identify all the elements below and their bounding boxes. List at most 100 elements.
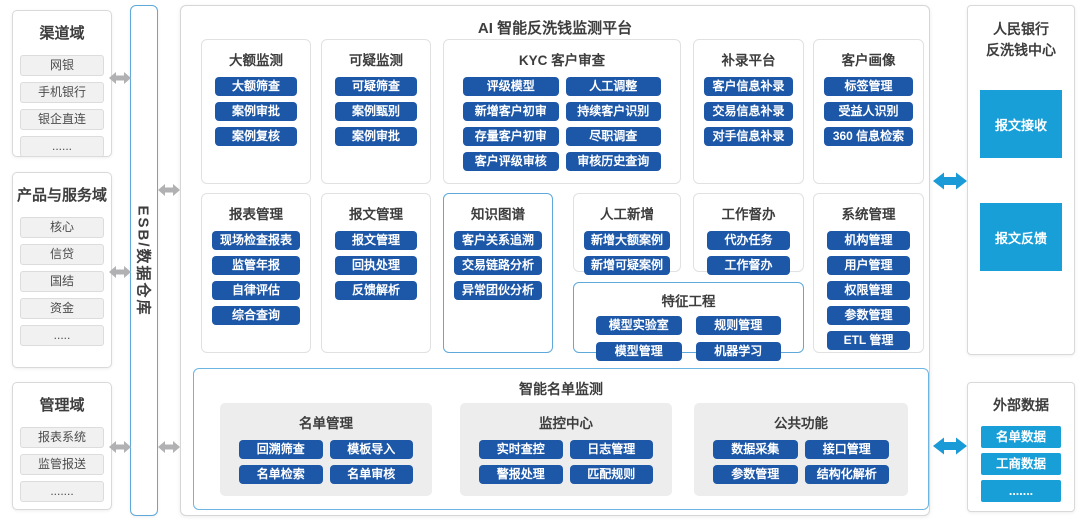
module-title: 人工新增 [600, 207, 654, 222]
module-suspicious-monitoring: 可疑监测 可疑筛查案例甄别案例审批 [321, 39, 431, 184]
pboc-aml-center-box: 人民银行 反洗钱中心 报文接收报文反馈 [967, 5, 1075, 355]
panel-items: 回溯筛查模板导入名单检索名单审核 [220, 440, 432, 484]
bidirectional-arrow-icon [109, 266, 131, 278]
module-chip: 新增大额案例 [584, 231, 670, 250]
bidirectional-arrow-icon [933, 172, 967, 190]
panel-monitoring-center: 监控中心 实时查控日志管理警报处理匹配规则 [460, 403, 672, 496]
module-chip: 现场检查报表 [212, 231, 300, 250]
panel-items: 数据采集接口管理参数管理结构化解析 [694, 440, 908, 484]
module-chip: 权限管理 [827, 281, 910, 300]
external-data-item: 工商数据 [981, 453, 1061, 475]
module-chip: 匹配规则 [569, 465, 653, 484]
module-supplement-platform: 补录平台 客户信息补录交易信息补录对手信息补录 [693, 39, 804, 184]
external-data-item: 名单数据 [981, 426, 1061, 448]
bidirectional-arrow-icon [109, 441, 131, 453]
module-chip: 360 信息检索 [824, 127, 913, 146]
module-chip: 机器学习 [695, 342, 781, 361]
module-chip: 对手信息补录 [704, 127, 793, 146]
smart-list-monitoring-section: 智能名单监测 名单管理 回溯筛查模板导入名单检索名单审核 监控中心 实时查控日志… [193, 368, 929, 510]
product-service-domain-title: 产品与服务域 [16, 187, 107, 204]
bidirectional-arrow-icon [933, 437, 967, 455]
module-feature-engineering: 特征工程 模型实验室规则管理模型管理机器学习 [573, 282, 804, 361]
module-title: 知识图谱 [471, 207, 525, 222]
module-items: 标签管理受益人识别 360 信息检索 [814, 77, 923, 146]
module-items: 报文管理回执处理反馈解析 [322, 231, 430, 300]
module-chip: 综合查询 [212, 306, 300, 325]
module-chip: 接口管理 [804, 440, 889, 459]
platform-title: AI 智能反洗钱监测平台 [477, 20, 633, 37]
module-chip: 警报处理 [479, 465, 563, 484]
module-chip: 日志管理 [569, 440, 653, 459]
module-chip: 新增可疑案例 [584, 256, 670, 275]
bidirectional-arrow-icon [109, 72, 131, 84]
module-title: 客户画像 [841, 53, 896, 68]
domain-item: 网银 [20, 55, 104, 76]
module-items: 客户信息补录交易信息补录对手信息补录 [694, 77, 803, 146]
domain-item: 信贷 [20, 244, 104, 265]
module-chip: 尽职调查 [565, 127, 661, 146]
panel-title: 名单管理 [299, 416, 353, 431]
channel-domain-title: 渠道域 [39, 25, 85, 42]
module-chip: 交易信息补录 [704, 102, 793, 121]
module-title: 系统管理 [841, 207, 896, 222]
module-chip: 模型实验室 [596, 316, 682, 335]
module-chip: 名单检索 [239, 465, 323, 484]
module-chip: 案例复核 [215, 127, 297, 146]
module-chip: 回溯筛查 [239, 440, 323, 459]
module-chip: 持续客户识别 [565, 102, 661, 121]
module-chip: 反馈解析 [335, 281, 417, 300]
module-chip: 案例审批 [335, 127, 417, 146]
channel-domain-box: 渠道域 网银手机银行银企直连...... [12, 10, 112, 157]
module-chip: 新增客户初审 [463, 102, 559, 121]
module-chip: 案例审批 [215, 102, 297, 121]
module-large-amount-monitoring: 大额监测 大额筛查案例审批案例复核 [201, 39, 311, 184]
domain-item: ..... [20, 325, 104, 346]
module-chip: 人工调整 [565, 77, 661, 96]
module-chip: 标签管理 [824, 77, 913, 96]
module-manual-add: 人工新增 新增大额案例新增可疑案例 [573, 193, 681, 275]
domain-item: 监管报送 [20, 454, 104, 475]
module-chip: 回执处理 [335, 256, 417, 275]
domain-item: 国结 [20, 271, 104, 292]
panel-title: 监控中心 [539, 416, 593, 431]
product-service-domain-items: 核心信贷国结资金..... [13, 205, 111, 346]
pboc-item: 报文接收 [980, 90, 1062, 158]
module-chip: 参数管理 [827, 306, 910, 325]
module-chip: 机构管理 [827, 231, 910, 250]
module-title: 报文管理 [349, 207, 403, 222]
module-chip: 评级模型 [463, 77, 559, 96]
domain-item: 手机银行 [20, 82, 104, 103]
platform-box: AI 智能反洗钱监测平台 大额监测 大额筛查案例审批案例复核 可疑监测 可疑筛查… [180, 5, 930, 516]
module-title: 可疑监测 [349, 53, 403, 68]
module-chip: ETL 管理 [827, 331, 910, 350]
module-title: 补录平台 [721, 53, 776, 68]
external-data-item: ....... [981, 480, 1061, 502]
module-title: KYC 客户审查 [518, 53, 606, 68]
module-chip: 数据采集 [713, 440, 798, 459]
module-items: 新增大额案例新增可疑案例 [574, 231, 680, 275]
module-chip: 存量客户初审 [463, 127, 559, 146]
domain-item: 银企直连 [20, 109, 104, 130]
product-service-domain-box: 产品与服务域 核心信贷国结资金..... [12, 172, 112, 368]
module-chip: 报文管理 [335, 231, 417, 250]
module-chip: 客户关系追溯 [454, 231, 542, 250]
module-items: 客户关系追溯交易链路分析异常团伙分析 [444, 231, 552, 300]
module-chip: 受益人识别 [824, 102, 913, 121]
module-chip: 实时查控 [479, 440, 563, 459]
panel-common-functions: 公共功能 数据采集接口管理参数管理结构化解析 [694, 403, 908, 496]
panel-list-management: 名单管理 回溯筛查模板导入名单检索名单审核 [220, 403, 432, 496]
module-chip: 参数管理 [713, 465, 798, 484]
module-chip: 名单审核 [329, 465, 413, 484]
module-kyc-review: KYC 客户审查 评级模型人工调整新增客户初审持续客户识别存量客户初审尽职调查客… [443, 39, 681, 184]
domain-item: 核心 [20, 217, 104, 238]
module-chip: 可疑筛查 [335, 77, 417, 96]
module-message-management: 报文管理 报文管理回执处理反馈解析 [321, 193, 431, 353]
module-items: 代办任务工作督办 [694, 231, 803, 275]
module-chip: 结构化解析 [804, 465, 889, 484]
channel-domain-items: 网银手机银行银企直连...... [13, 43, 111, 157]
domain-item: ...... [20, 136, 104, 157]
module-chip: 大额筛查 [215, 77, 297, 96]
section-title: 智能名单监测 [519, 381, 603, 397]
